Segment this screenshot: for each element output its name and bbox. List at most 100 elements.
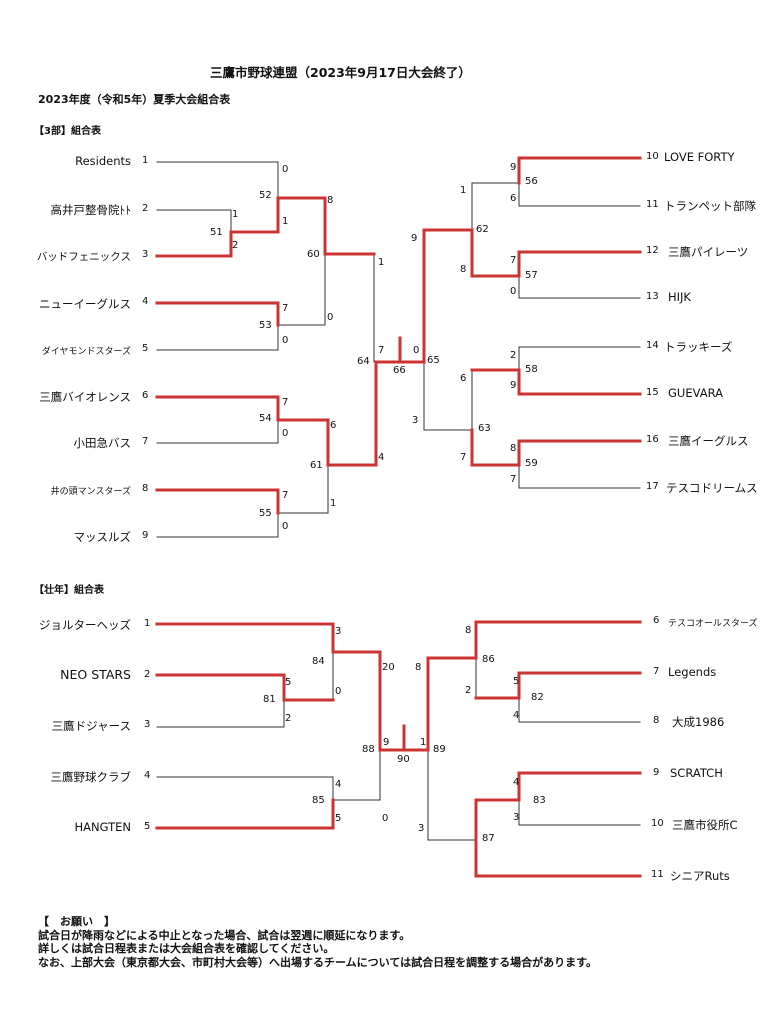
team-name: トラッキーズ bbox=[664, 340, 733, 354]
score: 9 bbox=[383, 737, 390, 748]
score: 8 bbox=[510, 443, 517, 454]
team-number: 5 bbox=[144, 821, 151, 832]
div3-section-label: 【3部】組合表 bbox=[34, 126, 101, 137]
score: 8 bbox=[327, 195, 334, 206]
notice-line: 詳しくは試合日程表または大会組合表を確認してください。 bbox=[38, 942, 335, 955]
team-number: 3 bbox=[144, 719, 151, 730]
div3-right-winner-lines bbox=[398, 156, 642, 467]
score: 0 bbox=[510, 286, 517, 297]
team-number: 8 bbox=[142, 483, 149, 494]
team-name: SCRATCH bbox=[670, 766, 723, 780]
score: 3 bbox=[513, 812, 520, 823]
notice-line: 試合日が降雨などによる中止となった場合、試合は翌週に順延になります。 bbox=[38, 928, 411, 942]
score: 1 bbox=[420, 737, 427, 748]
match-number: 55 bbox=[259, 508, 272, 519]
match-number: 53 bbox=[259, 320, 272, 331]
score: 8 bbox=[415, 662, 422, 673]
team-number: 6 bbox=[142, 390, 149, 401]
team-number: 16 bbox=[646, 434, 659, 445]
match-number: 66 bbox=[393, 365, 406, 376]
score: 0 bbox=[382, 813, 389, 824]
masters-left-winner-lines bbox=[155, 622, 406, 830]
score: 0 bbox=[282, 335, 289, 346]
score: 5 bbox=[335, 813, 342, 824]
team-name: シニアRuts bbox=[670, 869, 730, 883]
masters-right-lines bbox=[427, 623, 641, 841]
score: 9 bbox=[411, 233, 418, 244]
match-number: 90 bbox=[397, 754, 410, 765]
team-name: 小田急バス bbox=[73, 436, 132, 450]
score: 9 bbox=[510, 162, 517, 173]
team-number: 11 bbox=[646, 199, 659, 210]
masters-left-lines bbox=[156, 649, 381, 801]
score: 2 bbox=[510, 350, 517, 361]
match-number: 65 bbox=[427, 355, 440, 366]
score: 9 bbox=[510, 380, 517, 391]
team-name: テスコオールスターズ bbox=[668, 619, 758, 629]
masters-section-label: 【壮年】組合表 bbox=[34, 585, 104, 596]
team-name: トランペット部隊 bbox=[664, 199, 756, 213]
score: 6 bbox=[330, 420, 337, 431]
team-number: 10 bbox=[651, 818, 664, 829]
div3-right-lines bbox=[423, 182, 641, 489]
match-number: 88 bbox=[362, 744, 375, 755]
score: 4 bbox=[335, 779, 342, 790]
team-number: 14 bbox=[646, 340, 659, 351]
team-name: GUEVARA bbox=[668, 386, 723, 400]
team-number: 13 bbox=[646, 291, 659, 302]
score: 1 bbox=[232, 209, 239, 220]
match-number: 56 bbox=[525, 176, 538, 187]
match-number: 81 bbox=[263, 694, 276, 705]
score: 1 bbox=[460, 185, 467, 196]
team-name: 三鷹市役所C bbox=[672, 818, 738, 832]
team-name: 大成1986 bbox=[672, 715, 725, 729]
team-number: 17 bbox=[646, 481, 659, 492]
score: 1 bbox=[378, 257, 385, 268]
page-subtitle: 2023年度（令和5年）夏季大会組合表 bbox=[38, 93, 231, 106]
masters-right-winner-lines bbox=[402, 620, 642, 878]
score: 3 bbox=[418, 823, 425, 834]
team-number: 4 bbox=[144, 770, 151, 781]
score: 5 bbox=[513, 676, 520, 687]
team-number: 9 bbox=[142, 530, 149, 541]
div3-left-winner-lines bbox=[155, 196, 402, 515]
score: 3 bbox=[335, 626, 342, 637]
team-name: NEO STARS bbox=[60, 667, 131, 682]
team-name: 高井戸整骨院ﾄﾄ bbox=[50, 203, 132, 217]
score: 3 bbox=[412, 415, 419, 426]
score: 0 bbox=[282, 521, 289, 532]
team-name: テスコドリームス bbox=[666, 481, 758, 495]
score: 1 bbox=[330, 498, 337, 509]
team-name: HANGTEN bbox=[74, 820, 131, 834]
team-number: 4 bbox=[142, 296, 149, 307]
score: 6 bbox=[460, 373, 467, 384]
score: 1 bbox=[282, 216, 289, 227]
score: 7 bbox=[510, 474, 517, 485]
score: 6 bbox=[510, 193, 517, 204]
match-number: 82 bbox=[531, 692, 544, 703]
team-name: 井の頭マンスターズ bbox=[50, 487, 131, 497]
team-number: 15 bbox=[646, 387, 659, 398]
match-number: 86 bbox=[482, 654, 495, 665]
team-number: 5 bbox=[142, 343, 149, 354]
match-number: 83 bbox=[533, 795, 546, 806]
match-number: 57 bbox=[525, 270, 538, 281]
match-number: 89 bbox=[433, 744, 446, 755]
match-number: 54 bbox=[259, 413, 272, 424]
team-number: 10 bbox=[646, 151, 659, 162]
team-name: ニューイーグルス bbox=[39, 297, 131, 311]
score: 0 bbox=[282, 164, 289, 175]
score: 2 bbox=[465, 685, 472, 696]
score: 4 bbox=[513, 777, 520, 788]
team-name: 三鷹ドジャース bbox=[51, 719, 131, 733]
score: 0 bbox=[413, 345, 420, 356]
team-name: 三鷹パイレーツ bbox=[668, 245, 749, 259]
team-number: 3 bbox=[142, 249, 149, 260]
score: 2 bbox=[232, 240, 239, 251]
team-number: 2 bbox=[142, 203, 149, 214]
score: 7 bbox=[282, 490, 289, 501]
score: 7 bbox=[378, 345, 385, 356]
team-name: LOVE FORTY bbox=[664, 150, 735, 164]
team-name: Residents bbox=[75, 154, 131, 168]
score: 8 bbox=[460, 264, 467, 275]
